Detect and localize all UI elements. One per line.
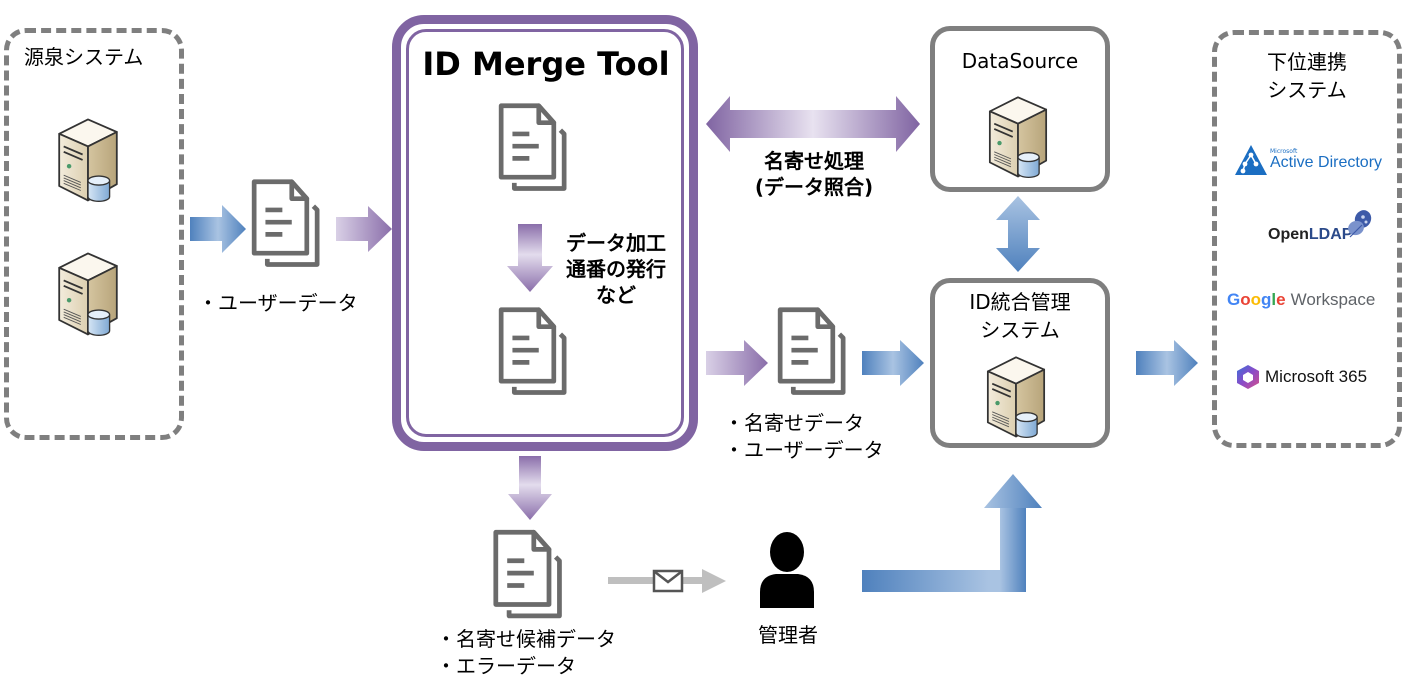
- google-workspace-logo: Google Workspace: [1227, 290, 1375, 310]
- arrow-admin-to-idsystem: [862, 474, 1042, 592]
- merge-output-document-icon: [497, 306, 573, 400]
- arrow-output-to-idsystem: [862, 340, 924, 386]
- arrow-merge-to-output: [706, 340, 768, 386]
- microsoft-365-logo: Microsoft 365: [1236, 364, 1367, 390]
- active-directory-logo: Microsoft Active Directory: [1234, 144, 1382, 176]
- datasource-idsystem-double-arrow: [996, 196, 1040, 272]
- output-data-item: ユーザーデータ: [724, 437, 884, 464]
- merge-process-arrow: [507, 224, 553, 292]
- id-system-server-icon: [980, 352, 1052, 440]
- active-directory-icon: [1235, 145, 1267, 175]
- downstream-title-line-2: システム: [1267, 78, 1347, 102]
- downstream-title: 下位連携 システム: [1212, 48, 1402, 104]
- arrow-merge-to-candidate: [508, 456, 552, 520]
- datasource-box: [930, 26, 1110, 192]
- user-data-document-icon: [250, 178, 326, 272]
- matching-label-line-2: (データ照合): [754, 175, 874, 199]
- microsoft-365-icon: [1237, 365, 1259, 389]
- source-system-title: 源泉システム: [24, 45, 144, 69]
- candidate-data-item: エラーデータ: [436, 653, 616, 680]
- datasource-server-icon: [982, 92, 1054, 180]
- openldap-logo: OpenLDAP: [1268, 206, 1376, 244]
- id-merge-tool-title: ID Merge Tool: [422, 45, 670, 83]
- candidate-data-labels: 名寄せ候補データ エラーデータ: [436, 626, 616, 680]
- google-brand: Google: [1227, 290, 1286, 309]
- user-data-label: ユーザーデータ: [198, 290, 358, 317]
- microsoft-365-name: Microsoft 365: [1265, 367, 1368, 386]
- matching-label: 名寄せ処理 (データ照合): [716, 148, 912, 200]
- matching-double-arrow: [706, 96, 920, 152]
- downstream-title-line-1: 下位連携: [1267, 50, 1347, 74]
- id-merge-tool-inner-border: [406, 29, 684, 437]
- envelope-icon: [652, 569, 684, 593]
- arrow-idsystem-to-downstream: [1136, 340, 1198, 386]
- output-data-item: 名寄せデータ: [724, 410, 884, 437]
- google-workspace-name: Workspace: [1290, 290, 1376, 309]
- merge-process-line-3: など: [596, 283, 636, 307]
- merge-input-document-icon: [497, 102, 573, 196]
- id-system-title-line-2: システム: [980, 318, 1060, 342]
- id-system-title: ID統合管理 システム: [930, 288, 1110, 344]
- source-server-icon-1: [52, 114, 124, 204]
- datasource-title: DataSource: [961, 49, 1079, 73]
- candidate-document-icon: [492, 526, 568, 626]
- candidate-data-item: 名寄せ候補データ: [436, 626, 616, 653]
- downstream-systems-group: [1212, 30, 1402, 448]
- output-document-icon: [776, 306, 852, 400]
- matching-label-line-1: 名寄せ処理: [764, 149, 864, 173]
- active-directory-brand: Microsoft: [1270, 148, 1298, 155]
- user-data-item: ユーザーデータ: [198, 290, 358, 317]
- openldap-name-open: Open: [1268, 226, 1309, 243]
- source-server-icon-2: [52, 248, 124, 338]
- output-data-labels: 名寄せデータ ユーザーデータ: [724, 410, 884, 464]
- source-system-group: [4, 28, 184, 440]
- arrow-userdata-to-merge: [336, 206, 392, 252]
- active-directory-name: Active Directory: [1270, 154, 1383, 171]
- arrow-source-to-userdata: [190, 205, 246, 253]
- merge-process-line-2: 通番の発行: [566, 257, 666, 281]
- merge-process-label: データ加工 通番の発行 など: [556, 230, 676, 308]
- openldap-name-ldap: LDAP: [1308, 226, 1353, 243]
- merge-process-line-1: データ加工: [566, 231, 666, 255]
- id-system-title-line-1: ID統合管理: [969, 290, 1071, 314]
- admin-label: 管理者: [758, 623, 818, 647]
- admin-person-icon: [760, 532, 814, 608]
- openldap-butterfly-icon: [1348, 210, 1372, 238]
